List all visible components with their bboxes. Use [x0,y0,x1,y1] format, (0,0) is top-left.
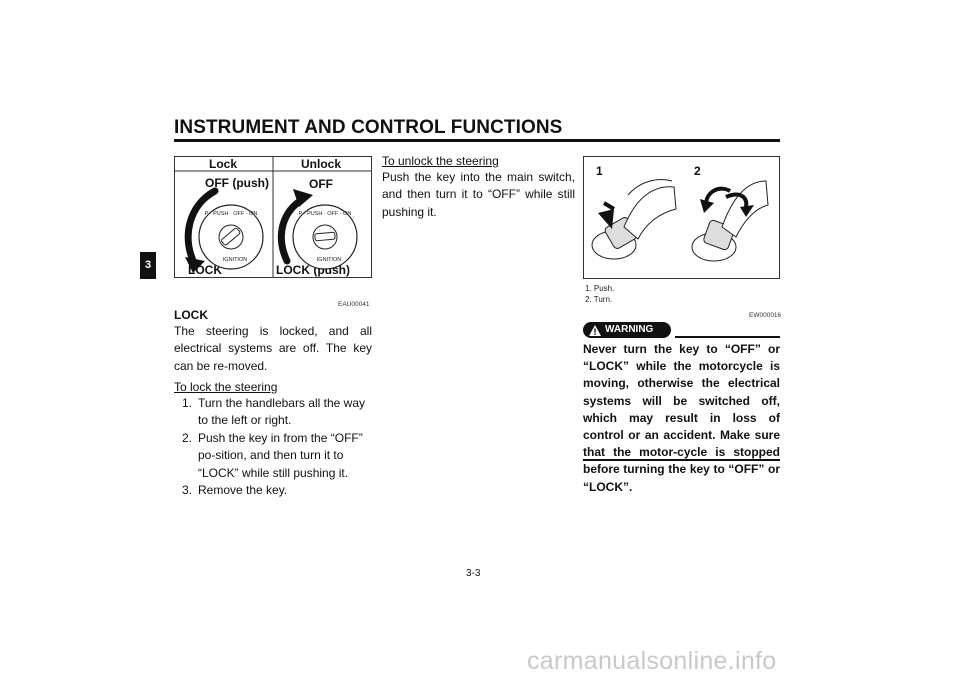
lock-arrow-head [185,257,205,273]
warning-code: EW000016 [749,312,782,319]
ignition-switch-left: P · PUSH · OFF · ON IGNITION [198,204,264,270]
warning-badge: WARNING [583,322,671,338]
step-number: 2. [182,430,193,445]
unlock-steering-subheading: To unlock the steering [382,154,499,168]
lock-column-label: Lock [209,157,237,171]
ignition-text-right: IGNITION [317,257,341,263]
unlock-instructions: Push the key into the main switch, and t… [382,170,575,219]
lock-turn-arrow [184,187,219,269]
off-push-label: OFF (push) [205,176,269,190]
switch-text-left: P · PUSH · OFF · ON [205,211,258,217]
warning-bottom-rule [583,459,780,461]
push-turn-figure: 1 2 [583,156,780,279]
lock-step: 1. Turn the handlebars all the way to th… [174,395,372,430]
figure-label-1: 1 [596,164,603,178]
switch-text-right: P · PUSH · OFF · ON [299,211,352,217]
warning-triangle-icon [589,324,601,336]
warning-top-rule [675,336,780,338]
unlock-column-label: Unlock [301,157,341,171]
key-switch-figure: Lock Unlock OFF (push) OFF LOCK LOCK (pu… [174,156,372,278]
step-text: Turn the handlebars all the way to the l… [198,396,365,428]
turn-key-illustration [691,180,769,262]
figure-caption-1: 1. Push. [585,284,615,293]
step-number: 1. [182,396,193,410]
off-label: OFF [309,177,333,191]
warning-text: Never turn the key to “OFF” or “LOCK” wh… [583,342,780,494]
unlock-arrow-head [293,189,313,207]
step-text: Push the key in from the “OFF” po-sition… [198,430,363,480]
lock-step: 3. Remove the key. [174,482,372,499]
figure-label-2: 2 [694,164,701,178]
push-key-illustration [591,179,677,260]
step-number: 3. [182,483,193,498]
warning-label: WARNING [605,324,654,335]
push-turn-illustration: 1 2 [591,164,769,262]
header-rule [174,139,780,142]
ignition-switch-right: P · PUSH · OFF · ON IGNITION [292,204,358,270]
lock-section-code: EAU00041 [338,301,370,308]
chapter-tab: 3 [140,252,156,279]
lock-steering-subheading: To lock the steering [174,380,278,394]
lock-heading: LOCK [174,308,208,322]
lock-step: 2. Push the key in from the “OFF” po-sit… [174,430,372,482]
watermark: carmanualsonline.info [527,647,777,675]
page-title: INSTRUMENT AND CONTROL FUNCTIONS [174,117,563,138]
lock-steps-list: 1. Turn the handlebars all the way to th… [174,395,372,499]
ignition-text-left: IGNITION [223,257,247,263]
lock-description: The steering is locked, and all electric… [174,324,372,373]
step-text: Remove the key. [198,483,288,498]
page-number: 3-3 [466,568,481,579]
key-switch-illustration: Lock Unlock OFF (push) OFF LOCK LOCK (pu… [175,157,371,277]
figure-caption-2: 2. Turn. [585,295,613,304]
